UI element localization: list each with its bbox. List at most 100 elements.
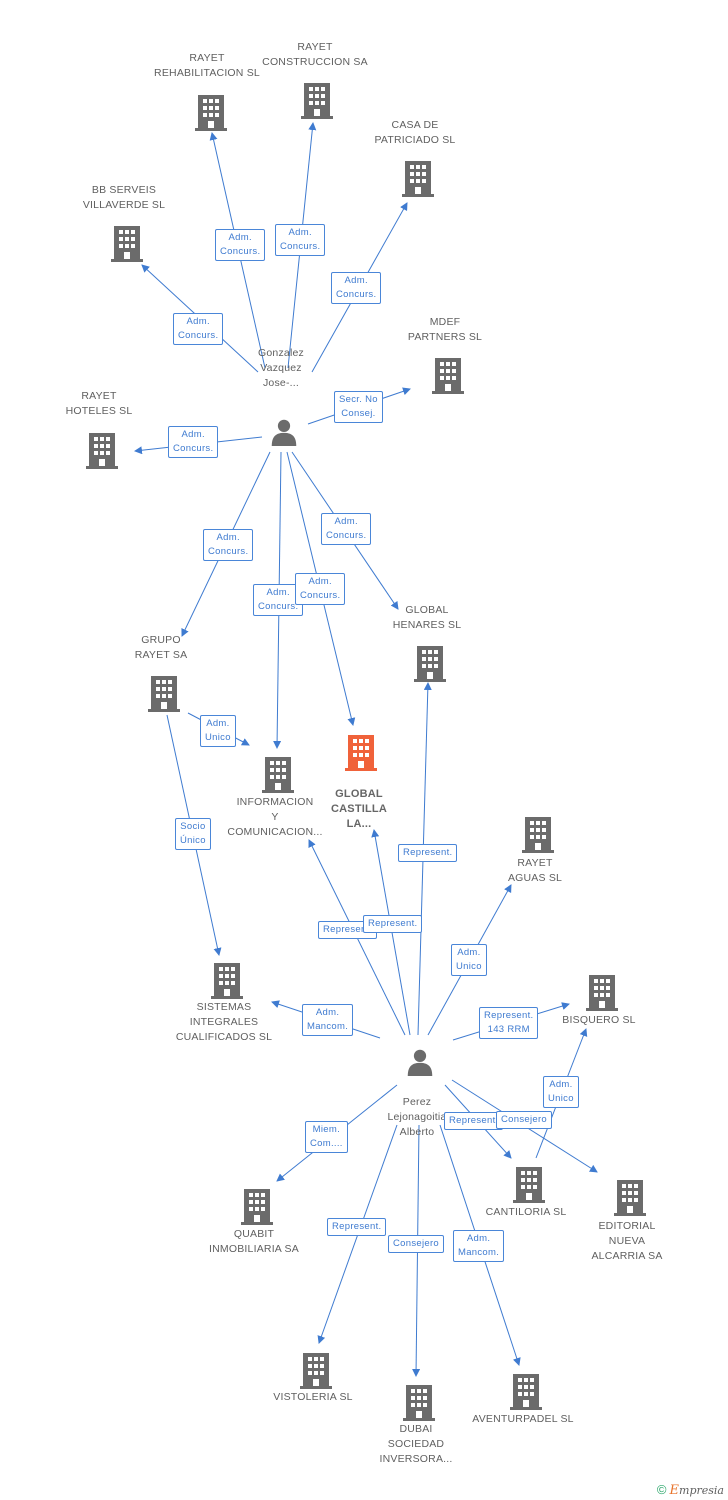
node-label-line: VILLAVERDE SL — [82, 199, 166, 211]
building-icon-dubai[interactable] — [403, 1385, 435, 1421]
node-label-line: REHABILITACION SL — [154, 67, 260, 79]
edge-label-perez-quabit[interactable]: Miem.Com.... — [305, 1121, 348, 1153]
edge-label-text: Adm. — [466, 1233, 491, 1244]
building-icon-rayet_rehab[interactable] — [195, 95, 227, 131]
node-label-cantiloria[interactable]: CANTILORIA SL — [441, 1205, 611, 1220]
node-label-line: NUEVA — [608, 1235, 646, 1247]
edge-label-text: Concurs. — [178, 330, 219, 341]
building-icon-rayet_hoteles[interactable] — [86, 433, 118, 469]
node-label-bisquero[interactable]: BISQUERO SL — [514, 1013, 684, 1028]
edge-label-text: Concurs. — [336, 289, 377, 300]
edge-label-perez-aventurpadel[interactable]: Adm.Mancom. — [453, 1230, 505, 1262]
edge-label-gonzalez-global_henares[interactable]: Adm.Concurs. — [321, 513, 372, 545]
edge-label-gonzalez-grupo_rayet[interactable]: Adm.Concurs. — [203, 529, 254, 561]
edge-label-perez-informacion[interactable]: Represent. — [318, 921, 378, 939]
node-label-editorial[interactable]: EDITORIAL NUEVA ALCARRIA SA — [542, 1219, 712, 1264]
edge-label-gonzalez-rayet_rehab[interactable]: Adm.Concurs. — [215, 229, 266, 261]
edge-label-text: Represent. — [332, 1221, 382, 1232]
building-icon-global_henares[interactable] — [414, 646, 446, 682]
edge-label-perez-vistoleria[interactable]: Represent. — [327, 1218, 387, 1236]
edge-label-text: Concurs. — [220, 246, 261, 257]
node-label-grupo_rayet[interactable]: GRUPO RAYET SA — [76, 633, 246, 663]
node-label-line: BISQUERO SL — [562, 1014, 636, 1026]
building-icon-cantiloria[interactable] — [513, 1167, 545, 1203]
building-icon-aventurpadel[interactable] — [510, 1374, 542, 1410]
edge-label-perez-bisquero[interactable]: Represent. 143 RRM — [479, 1007, 539, 1039]
node-label-line: Y — [271, 811, 279, 823]
node-label-bb_serveis[interactable]: BB SERVEIS VILLAVERDE SL — [39, 183, 209, 213]
building-icon-rayet_constr[interactable] — [301, 83, 333, 119]
edge-label-perez-global_castilla[interactable]: Represent. — [363, 915, 423, 933]
building-icon-editorial[interactable] — [614, 1180, 646, 1216]
edge-label-gonzalez-casa_patriciado[interactable]: Adm.Concurs. — [331, 272, 382, 304]
building-icon-quabit[interactable] — [241, 1189, 273, 1225]
edge-label-perez-dubai[interactable]: Consejero — [388, 1235, 445, 1253]
building-icon-casa_patriciado[interactable] — [402, 161, 434, 197]
node-label-line: HOTELES SL — [65, 405, 133, 417]
edge-label-perez-sistemas[interactable]: Adm.Mancom. — [302, 1004, 354, 1036]
building-icon-global_castilla[interactable] — [345, 735, 377, 771]
edge-label-text: Unico — [205, 732, 231, 743]
node-label-line: RAYET SA — [134, 649, 188, 661]
node-label-line: SOCIEDAD — [387, 1438, 445, 1450]
edge-label-text: Adm. — [457, 947, 481, 958]
node-label-line: CONSTRUCCION SA — [262, 56, 368, 68]
building-icon-sistemas[interactable] — [211, 963, 243, 999]
building-icon-bisquero[interactable] — [586, 975, 618, 1011]
building-icon-vistoleria[interactable] — [300, 1353, 332, 1389]
edge-label-perez-global_henares[interactable]: Represent. — [398, 844, 458, 862]
node-label-vistoleria[interactable]: VISTOLERIA SL — [228, 1390, 398, 1405]
node-label-line: EDITORIAL — [598, 1220, 656, 1232]
edge-label-cantiloria-bisquero[interactable]: Adm.Unico — [543, 1076, 579, 1108]
node-label-line: BB SERVEIS — [91, 184, 157, 196]
edge-label-perez-cantiloria[interactable]: Represent. — [444, 1112, 504, 1130]
building-icon-bb_serveis[interactable] — [111, 226, 143, 262]
edge-label-text: Concurs. — [173, 443, 214, 454]
edge-label-gonzalez-rayet_hoteles[interactable]: Adm.Concurs. — [168, 426, 219, 458]
node-label-line: INMOBILIARIA SA — [209, 1243, 299, 1255]
node-label-line: ALCARRIA SA — [591, 1250, 663, 1262]
node-label-line: INVERSORA... — [379, 1453, 453, 1465]
edge-label-text: Adm. — [315, 1007, 340, 1018]
node-label-line: GRUPO — [141, 634, 181, 646]
building-icon-rayet_aguas[interactable] — [522, 817, 554, 853]
edge-label-perez-rayet_aguas[interactable]: Adm.Unico — [451, 944, 487, 976]
node-label-line: Jose-... — [262, 377, 300, 389]
edge-label-grupo_rayet-informacion[interactable]: Adm.Unico — [200, 715, 236, 747]
node-label-line: SISTEMAS — [196, 1001, 252, 1013]
node-label-aventurpadel[interactable]: AVENTURPADEL SL — [438, 1412, 608, 1427]
edge-label-text: Adm. — [216, 532, 240, 543]
node-label-line: COMUNICACION... — [227, 826, 323, 838]
edge-label-text: Represent. — [449, 1115, 499, 1126]
edge-label-text: Concurs. — [300, 590, 341, 601]
person-icon-gonzalez[interactable] — [271, 419, 297, 446]
person-icon-perez[interactable] — [407, 1049, 433, 1076]
building-icon-grupo_rayet[interactable] — [148, 676, 180, 712]
edge-label-gonzalez-rayet_constr[interactable]: Adm.Concurs. — [275, 224, 326, 256]
building-icon-mdef[interactable] — [432, 358, 464, 394]
edge-label-text: Unico — [548, 1093, 574, 1104]
brand-footer[interactable]: © Empresia — [657, 1482, 724, 1498]
edge-label-text: Represent. — [484, 1010, 534, 1021]
node-label-line: CANTILORIA SL — [485, 1206, 567, 1218]
edge-label-perez-editorial[interactable]: Consejero — [496, 1111, 553, 1129]
edge-label-text: 143 RRM — [487, 1024, 530, 1035]
edge-label-gonzalez-bb_serveis[interactable]: Adm.Concurs. — [173, 313, 224, 345]
edge-label-gonzalez-global_castilla[interactable]: Adm.Concurs. — [295, 573, 346, 605]
